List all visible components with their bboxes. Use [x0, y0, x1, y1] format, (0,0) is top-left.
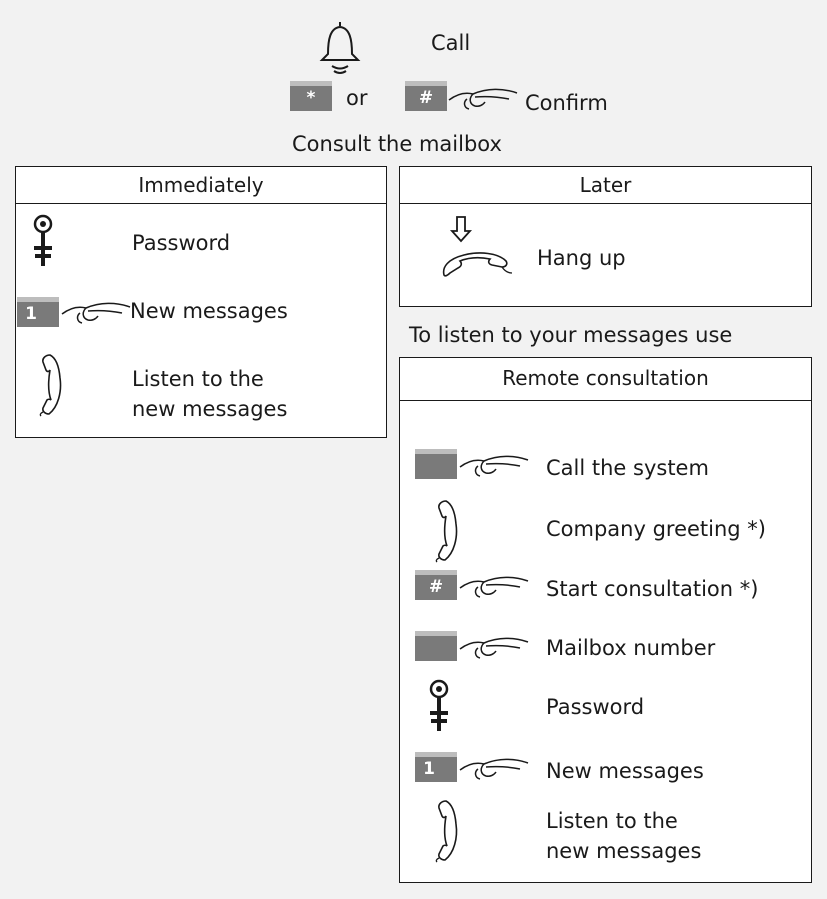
company-greeting-label: Company greeting *): [546, 517, 766, 541]
finger-press-icon: [448, 88, 518, 110]
immediately-panel: Immediately Password 1 New messages List…: [15, 166, 387, 438]
key-1-glyph: 1: [25, 304, 37, 324]
finger-press-icon: [459, 637, 529, 659]
finger-press-icon: [459, 455, 529, 477]
keypad-1-key-icon: 1: [17, 297, 59, 327]
key-icon: [33, 214, 53, 266]
keypad-key-icon: [415, 449, 457, 479]
handset-icon: [435, 500, 458, 563]
mailbox-number-label: Mailbox number: [546, 636, 716, 660]
confirm-label: Confirm: [525, 91, 608, 115]
key-icon: [429, 679, 449, 731]
listen-note: To listen to your messages use: [409, 323, 733, 347]
finger-press-icon: [61, 302, 131, 324]
hash-key-icon: #: [415, 570, 457, 600]
call-system-label: Call the system: [546, 456, 709, 480]
keypad-1-key-icon: 1: [415, 752, 457, 782]
hang-up-label: Hang up: [537, 246, 626, 270]
hash-key-icon: #: [405, 81, 447, 111]
hash-key-glyph: #: [418, 88, 434, 108]
new-messages-label: New messages: [130, 299, 288, 323]
password-label: Password: [546, 695, 645, 719]
remote-panel: Remote consultation Call the system Comp…: [399, 357, 812, 883]
listen-label-line2: new messages: [132, 397, 288, 421]
start-consultation-label: Start consultation *): [546, 577, 759, 601]
keypad-key-icon: [415, 631, 457, 661]
call-label: Call: [431, 31, 471, 55]
remote-title: Remote consultation: [400, 358, 811, 401]
immediately-title: Immediately: [16, 167, 386, 204]
bell-ringing-icon: [319, 22, 361, 74]
handset-icon: [435, 800, 458, 863]
hang-up-icon: [442, 216, 513, 277]
finger-press-icon: [459, 576, 529, 598]
or-label: or: [346, 86, 368, 110]
finger-press-icon: [459, 758, 529, 780]
star-key-glyph: *: [306, 88, 316, 108]
listen-label-line1: Listen to the: [132, 367, 264, 391]
handset-icon: [39, 354, 62, 417]
hash-key-glyph: #: [428, 577, 444, 597]
consult-label: Consult the mailbox: [292, 132, 502, 156]
password-label: Password: [132, 231, 231, 255]
new-messages-label: New messages: [546, 759, 704, 783]
later-panel: Later Hang up: [399, 166, 812, 307]
star-key-icon: *: [290, 81, 332, 111]
later-title: Later: [400, 167, 811, 204]
key-1-glyph: 1: [423, 759, 435, 779]
listen-label-line1: Listen to the: [546, 809, 678, 833]
listen-label-line2: new messages: [546, 839, 702, 863]
